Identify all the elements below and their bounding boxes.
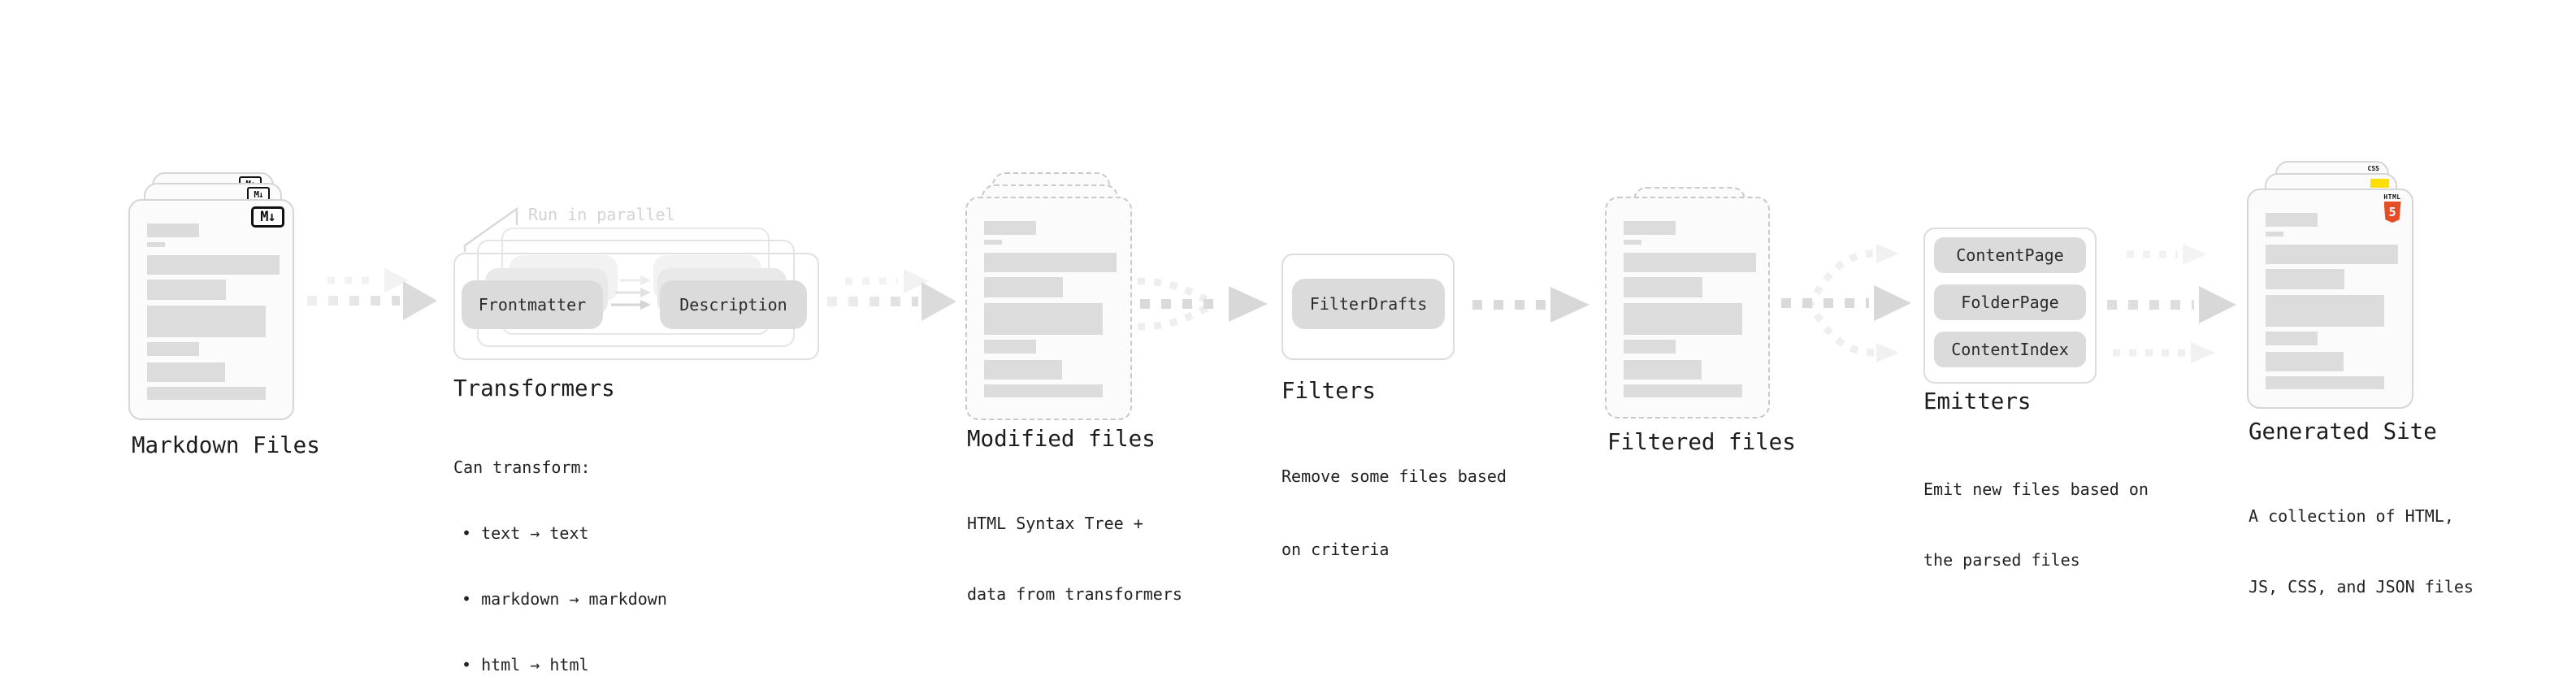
js-icon	[2370, 179, 2389, 188]
emitters-label: Emitters	[1923, 388, 2032, 414]
skeleton-bar	[984, 221, 1036, 235]
markdown-files-label: Markdown Files	[132, 432, 320, 458]
filtered-file-card-front	[1605, 197, 1770, 419]
html5-number: 5	[2388, 204, 2396, 219]
modified-file-card-front	[965, 197, 1132, 420]
skeleton-bar	[984, 240, 1002, 245]
run-in-parallel-note: Run in parallel	[528, 205, 675, 224]
skeleton-bar	[984, 277, 1063, 297]
filtered-files-label: Filtered files	[1607, 429, 1796, 455]
skeleton-bar	[147, 387, 266, 400]
skeleton-bar	[1624, 240, 1641, 245]
skeleton-bar	[984, 340, 1036, 354]
html5-wordmark: HTML	[2383, 193, 2401, 201]
folderpage-pill: FolderPage	[1934, 284, 2086, 320]
skeleton-bar	[1624, 253, 1756, 272]
subtitle-line: HTML Syntax Tree +	[967, 514, 1143, 533]
skeleton-bar	[984, 360, 1062, 380]
file-skeleton-lines	[1607, 198, 1768, 397]
subtitle-line: A collection of HTML,	[2249, 506, 2454, 526]
skeleton-bar	[147, 306, 266, 337]
skeleton-bar	[147, 242, 165, 247]
transformers-label: Transformers	[453, 375, 615, 401]
filters-label: Filters	[1281, 378, 1376, 404]
subtitle-line: Emit new files based on	[1923, 479, 2149, 499]
skeleton-bar	[1624, 360, 1702, 380]
can-transform-heading: Can transform:	[453, 458, 591, 477]
skeleton-bar	[1624, 277, 1702, 297]
description-pill: Description	[660, 280, 807, 329]
skeleton-bar	[2266, 376, 2384, 389]
arrow-filtered-to-emitters-fork	[1781, 244, 1911, 362]
subtitle-line: on criteria	[1281, 540, 1390, 559]
skeleton-bar	[147, 342, 199, 356]
skeleton-bar	[2266, 295, 2384, 327]
transformers-description: Can transform: • text → text • markdown …	[453, 413, 667, 681]
markdown-file-card-front: M↓	[128, 199, 294, 420]
file-skeleton-lines	[2249, 190, 2412, 389]
filters-subtitle: Remove some files based on criteria	[1281, 415, 1507, 610]
subtitle-line: Remove some files based	[1281, 466, 1507, 486]
transformer-layer-front	[453, 253, 819, 360]
bullet-item: • html → html	[462, 655, 589, 674]
emitters-subtitle: Emit new files based on the parsed files	[1923, 431, 2149, 619]
filterdrafts-pill: FilterDrafts	[1292, 279, 1445, 329]
bullet-item: • markdown → markdown	[462, 589, 667, 609]
html5-shield: 5	[2383, 202, 2401, 223]
skeleton-bar	[147, 255, 280, 275]
subtitle-line: JS, CSS, and JSON files	[2249, 577, 2474, 596]
modified-files-subtitle: HTML Syntax Tree + data from transformer…	[967, 465, 1182, 653]
skeleton-bar	[147, 223, 199, 237]
file-skeleton-lines	[130, 201, 293, 400]
skeleton-bar	[2266, 232, 2283, 236]
subtitle-line: the parsed files	[1923, 550, 2080, 570]
file-skeleton-lines	[967, 198, 1130, 397]
arrow-emitters-to-generated	[2107, 244, 2236, 363]
generated-file-card-front: HTML 5	[2247, 189, 2413, 409]
markdown-icon: M↓	[247, 187, 270, 202]
skeleton-bar	[2266, 332, 2318, 345]
markdown-icon: M↓	[251, 206, 284, 228]
skeleton-bar	[2266, 352, 2344, 371]
skeleton-bar	[984, 253, 1117, 272]
subtitle-line: data from transformers	[967, 584, 1182, 604]
bullet-item: • text → text	[462, 523, 589, 543]
html5-icon: HTML 5	[2383, 194, 2401, 223]
skeleton-bar	[1624, 303, 1742, 335]
arrow-filters-to-filtered	[1472, 287, 1589, 323]
modified-files-label: Modified files	[967, 426, 1156, 452]
frontmatter-pill: Frontmatter	[462, 280, 603, 329]
skeleton-bar	[984, 303, 1103, 335]
skeleton-bar	[147, 280, 226, 300]
skeleton-bar	[147, 362, 225, 382]
arrow-markdown-to-transformers	[307, 268, 437, 320]
skeleton-bar	[1624, 340, 1676, 354]
contentpage-pill: ContentPage	[1934, 237, 2086, 273]
skeleton-bar	[984, 384, 1103, 397]
generated-site-subtitle: A collection of HTML, JS, CSS, and JSON …	[2249, 458, 2474, 646]
contentindex-pill: ContentIndex	[1934, 332, 2086, 367]
skeleton-bar	[1624, 384, 1742, 397]
skeleton-bar	[1624, 221, 1676, 235]
arrow-modified-to-filters-merge	[1137, 277, 1268, 331]
skeleton-bar	[2266, 245, 2398, 264]
arrow-transformers-to-modified	[827, 269, 956, 321]
generated-site-label: Generated Site	[2249, 419, 2437, 445]
skeleton-bar	[2266, 213, 2318, 227]
skeleton-bar	[2266, 269, 2344, 289]
